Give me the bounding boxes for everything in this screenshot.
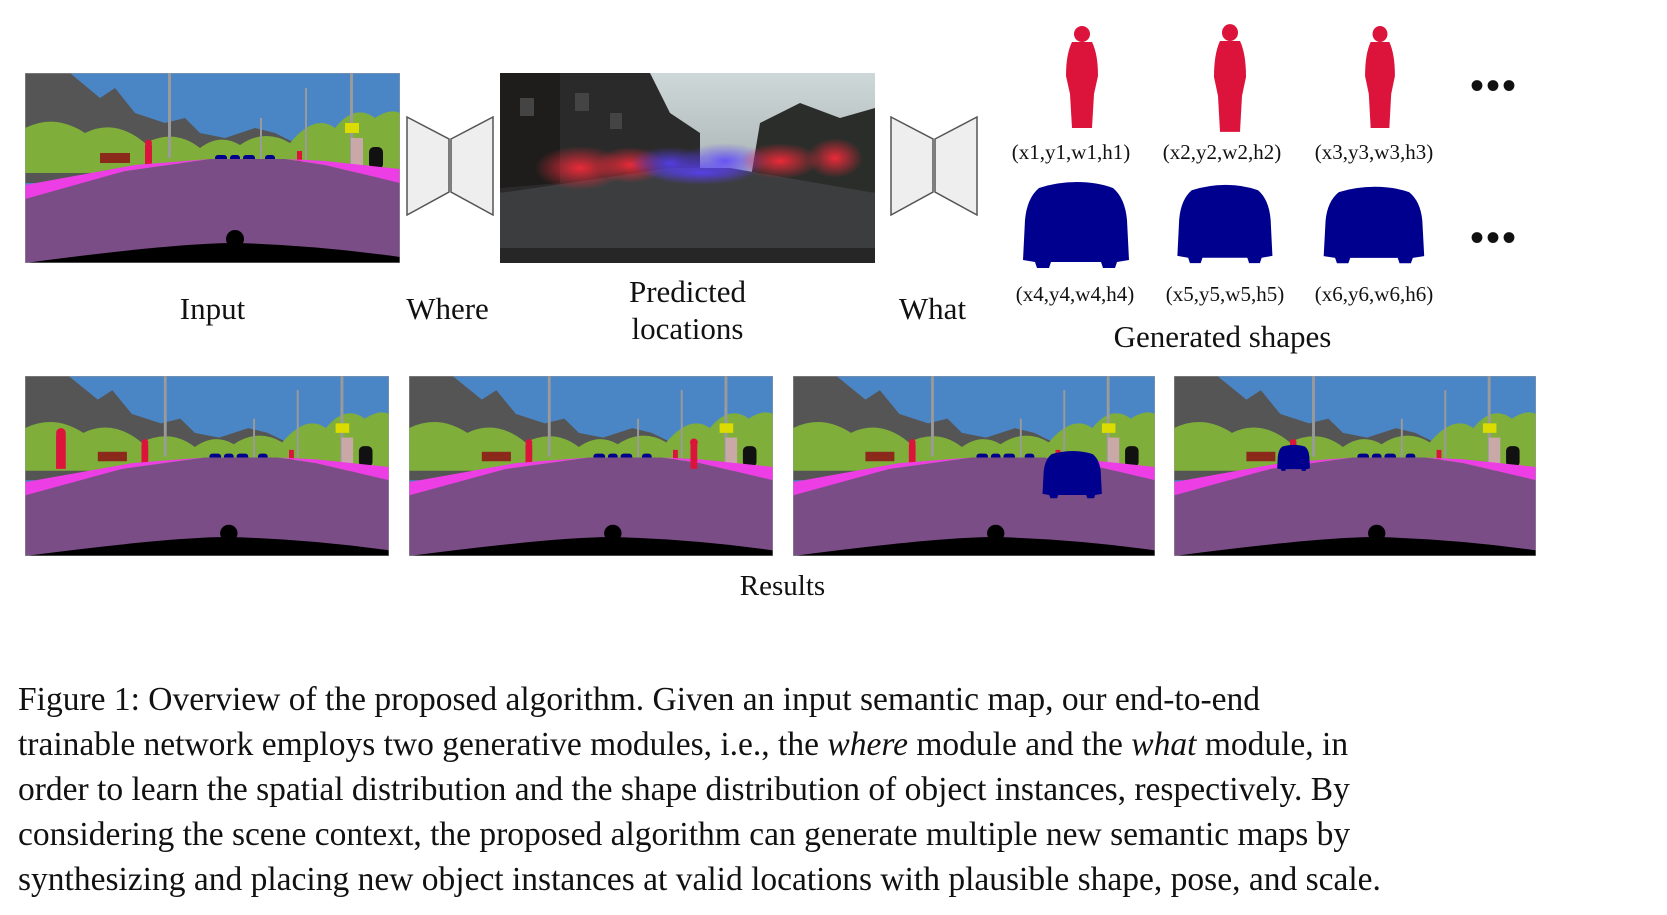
result-map-1 <box>25 376 389 556</box>
caption-line-2-b: module and the <box>908 726 1132 763</box>
caption-line-4: considering the scene context, the propo… <box>18 816 1351 853</box>
label-where: Where <box>406 291 489 326</box>
caption-where-italic: where <box>827 726 908 763</box>
label-predicted-2: locations <box>631 311 744 346</box>
coord-label-4: (x4,y4,w4,h4) <box>1015 282 1135 306</box>
generated-person-shape-3 <box>1365 26 1395 128</box>
caption-line-2-a: trainable network employs two generative… <box>18 726 828 763</box>
result-map-4 <box>1174 376 1536 556</box>
coord-label-5: (x5,y5,w5,h5) <box>1165 282 1285 306</box>
caption-what-italic: what <box>1131 726 1197 763</box>
coord-label-3: (x3,y3,w3,h3) <box>1314 140 1434 164</box>
caption-line-2: trainable network employs two generative… <box>18 722 1648 767</box>
result-map-2 <box>409 376 773 556</box>
caption-line-1: Figure 1: Overview of the proposed algor… <box>18 681 1260 718</box>
generated-car-shape-1 <box>1023 182 1129 268</box>
ellipsis-cars: ••• <box>1470 215 1519 260</box>
generated-person-shape-2 <box>1214 24 1246 132</box>
predicted-locations-heatmap <box>500 73 875 263</box>
label-input: Input <box>179 291 246 326</box>
generated-car-shape-2 <box>1177 184 1273 264</box>
caption-line-2-c: module, in <box>1196 726 1349 763</box>
figure-caption: Figure 1: Overview of the proposed algor… <box>18 677 1648 902</box>
coord-label-6: (x6,y6,w6,h6) <box>1314 282 1434 306</box>
coord-label-1: (x1,y1,w1,h1) <box>1011 140 1131 164</box>
label-generated-shapes: Generated shapes <box>1113 319 1332 354</box>
label-predicted-1: Predicted <box>628 274 747 309</box>
result-map-3 <box>793 376 1155 556</box>
generated-person-shape-1 <box>1066 26 1098 128</box>
caption-line-3: order to learn the spatial distribution … <box>18 771 1350 808</box>
label-what: What <box>898 291 967 326</box>
generated-car-shape-3 <box>1323 186 1425 264</box>
what-module-icon <box>890 116 978 216</box>
caption-line-5: synthesizing and placing new object inst… <box>18 861 1381 898</box>
where-module-icon <box>406 116 494 216</box>
input-semantic-map <box>25 73 400 263</box>
ellipsis-persons: ••• <box>1470 63 1519 108</box>
coord-label-2: (x2,y2,w2,h2) <box>1162 140 1282 164</box>
label-results: Results <box>739 570 826 602</box>
